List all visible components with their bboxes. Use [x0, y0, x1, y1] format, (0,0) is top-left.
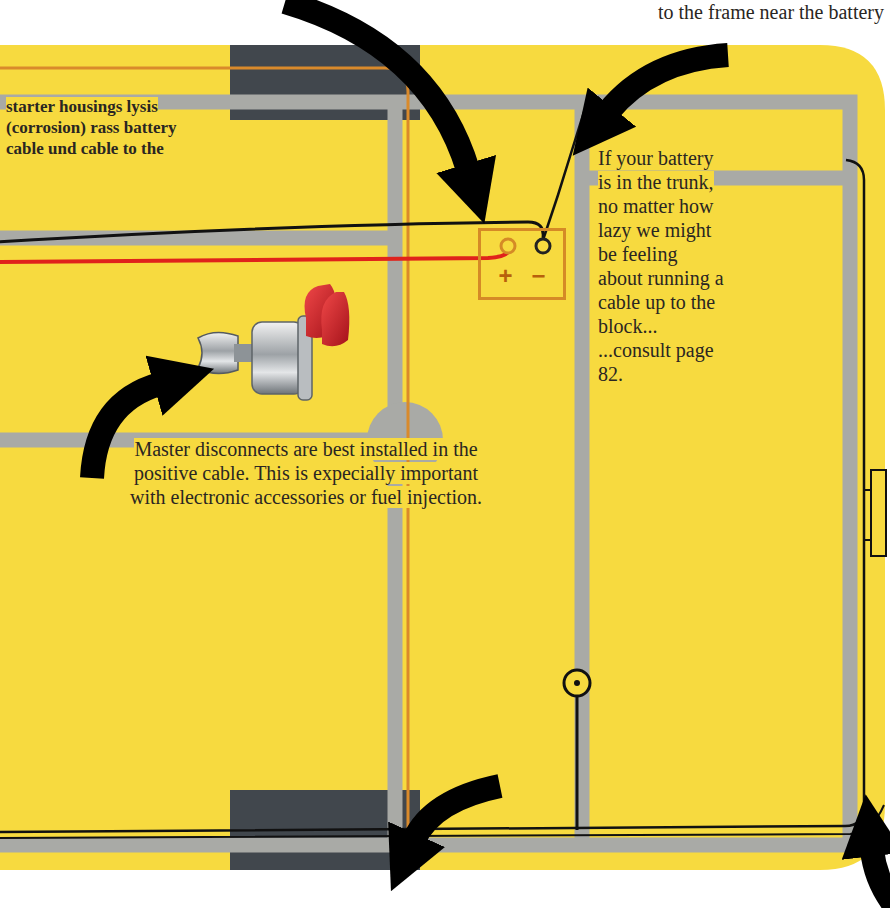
- label-text: Master disconnects are best installed in…: [130, 438, 482, 508]
- callout-note: starter housings lysis (corrosion) rass …: [6, 96, 184, 159]
- ground-stud: [564, 670, 590, 696]
- callout-note: to the frame near the battery: [658, 0, 884, 24]
- label-text: starter housings lysis (corrosion) rass …: [6, 97, 177, 158]
- master-disconnect: [198, 284, 349, 400]
- terminal-sign: +: [498, 263, 512, 289]
- chassis-frame: [0, 102, 850, 845]
- ground-cable: [0, 222, 543, 242]
- pointer-arrow: [92, 2, 890, 908]
- terminal-sign: −: [531, 263, 545, 289]
- car-body: [0, 45, 885, 870]
- battery-box: +−: [478, 228, 566, 300]
- stud-wire: [576, 696, 579, 830]
- label-text: If your battery is in the trunk, no matt…: [598, 147, 724, 385]
- body-cable: [0, 160, 864, 832]
- ground-strap: [543, 112, 584, 240]
- label-text: to the frame near the battery: [658, 1, 884, 23]
- callout-note: Master disconnects are best installed in…: [128, 437, 484, 509]
- tail-lamp: [871, 470, 886, 556]
- positive-cable: [0, 252, 508, 262]
- callout-note: If your battery is in the trunk, no matt…: [598, 146, 726, 386]
- positive-terminal: [501, 239, 515, 253]
- ground-stud: [574, 680, 580, 686]
- negative-terminal: [536, 239, 550, 253]
